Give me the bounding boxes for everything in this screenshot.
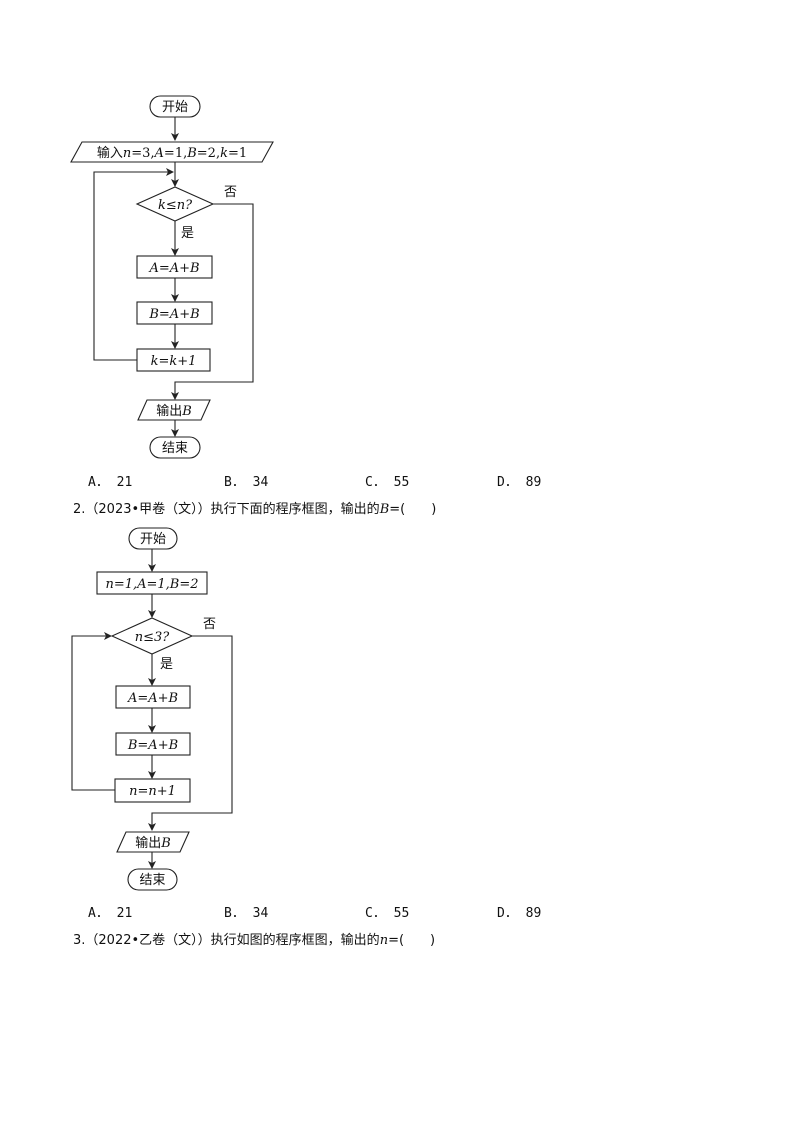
q2-option-c[interactable]: C． 55 xyxy=(365,906,410,921)
init-box xyxy=(96,571,208,595)
no-label: 否 xyxy=(203,617,216,632)
output-box xyxy=(137,399,211,421)
process-box-3 xyxy=(136,348,211,372)
process-box-1 xyxy=(115,685,191,709)
q1-option-a[interactable]: A． 21 xyxy=(88,475,133,490)
q2-option-d[interactable]: D． 89 xyxy=(497,906,542,921)
condition-label: k≤n? xyxy=(158,198,193,213)
end-label: 结束 xyxy=(139,873,165,888)
process-label-1: A=A+B xyxy=(127,691,178,706)
q1-option-d[interactable]: D． 89 xyxy=(497,475,542,490)
yes-label: 是 xyxy=(181,226,194,241)
process-box-2 xyxy=(115,732,191,756)
no-label: 否 xyxy=(224,185,237,200)
init-label: n=1,A=1,B=2 xyxy=(105,577,198,592)
input-label: 输入n=3,A=1,B=2,k=1 xyxy=(97,145,247,161)
end-terminal xyxy=(127,868,178,891)
q2-option-a[interactable]: A． 21 xyxy=(88,906,133,921)
end-label: 结束 xyxy=(162,441,188,456)
flowchart-1: 开始 输入n=3,A=1,B=2,k=1 k≤n? 否 是 A=A+B B=A+… xyxy=(70,95,274,459)
q1-option-c[interactable]: C． 55 xyxy=(365,475,410,490)
process-box-3 xyxy=(114,778,191,803)
start-terminal xyxy=(128,527,178,550)
question-source: （2022•乙卷（文）） xyxy=(85,933,211,948)
question-2-stem: 2.（2023•甲卷（文））执行下面的程序框图，输出的B=( ) xyxy=(73,502,437,517)
output-label: 输出B xyxy=(135,835,171,851)
start-label: 开始 xyxy=(140,532,166,547)
answer-blank: =( ) xyxy=(389,502,437,517)
q2-option-b[interactable]: B． 34 xyxy=(224,906,269,921)
output-box xyxy=(116,831,190,853)
yes-label: 是 xyxy=(160,657,173,672)
process-label-3: k=k+1 xyxy=(151,354,197,369)
process-label-3: n=n+1 xyxy=(129,784,176,799)
question-text: 执行下面的程序框图，输出的 xyxy=(210,502,380,517)
decision-diamond xyxy=(110,617,194,655)
process-label-2: B=A+B xyxy=(127,738,178,753)
condition-label: n≤3? xyxy=(135,630,171,645)
start-label: 开始 xyxy=(162,100,188,115)
question-number: 2. xyxy=(73,502,86,517)
q1-option-b[interactable]: B． 34 xyxy=(224,475,269,490)
question-3-stem: 3.（2022•乙卷（文））执行如图的程序框图，输出的n=( ) xyxy=(73,933,436,948)
output-label: 输出B xyxy=(156,403,192,419)
end-terminal xyxy=(149,436,201,459)
process-label-1: A=A+B xyxy=(148,261,199,276)
answer-blank: =( ) xyxy=(388,933,436,948)
question-source: （2023•甲卷（文）） xyxy=(85,502,211,517)
process-label-2: B=A+B xyxy=(148,307,199,322)
question-number: 3. xyxy=(73,933,86,948)
question-text: 执行如图的程序框图，输出的 xyxy=(210,933,380,948)
input-box xyxy=(70,141,274,163)
